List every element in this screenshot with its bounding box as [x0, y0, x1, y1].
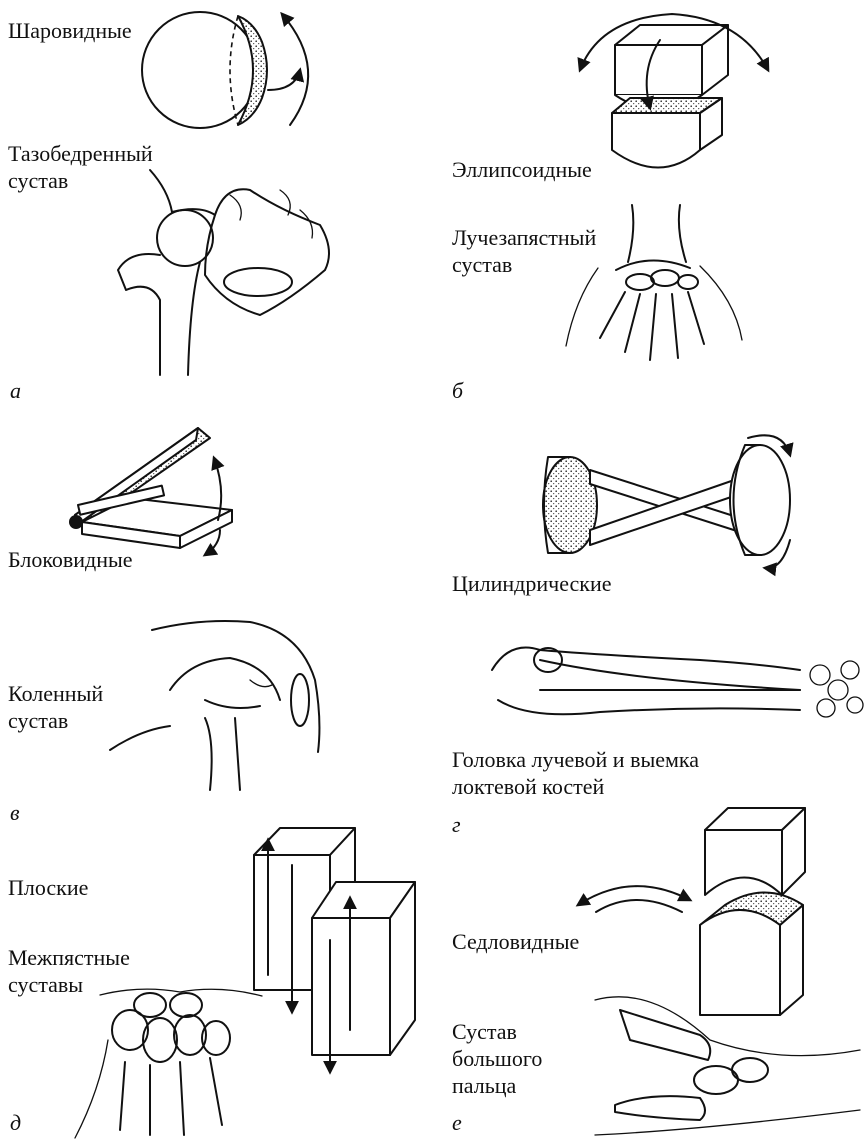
- ball-socket-model: [142, 12, 308, 128]
- pivot-model: [543, 435, 790, 568]
- type-label-plane: Плоские: [8, 874, 88, 901]
- type-label-saddle: Седловидные: [452, 928, 579, 955]
- example-label-wrist: Лучезапястный сустав: [452, 224, 632, 278]
- panel-letter-e: е: [452, 1110, 462, 1136]
- hip-joint-sketch: [118, 170, 329, 375]
- example-label-intercarpal: Межпястные суставы: [8, 944, 158, 998]
- panel-letter-a: а: [10, 378, 21, 404]
- type-label-cylindrical: Цилиндрические: [452, 570, 612, 597]
- example-label-radius-ulna: Головка лучевой и выемка локтевой костей: [452, 746, 752, 800]
- example-label-knee: Коленный сустав: [8, 680, 118, 734]
- type-label-ball: Шаровидные: [8, 17, 132, 44]
- thumb-sketch: [595, 997, 860, 1135]
- type-label-hinge: Блоковидные: [8, 546, 133, 573]
- plane-joint-model: [254, 828, 415, 1072]
- panel-letter-b: б: [452, 378, 463, 404]
- knee-sketch: [110, 621, 319, 790]
- example-label-thumb: Сустав большого пальца: [452, 1018, 562, 1099]
- example-label-hip: Тазобедренный сустав: [8, 140, 208, 194]
- panel-letter-d: д: [10, 1110, 21, 1136]
- ellipsoid-model: [580, 14, 768, 168]
- carpal-sketch: [75, 989, 262, 1138]
- saddle-model: [578, 808, 805, 1015]
- panel-letter-g: г: [452, 812, 461, 838]
- hinge-model: [69, 428, 232, 555]
- forearm-sketch: [492, 648, 863, 718]
- panel-letter-v: в: [10, 800, 20, 826]
- type-label-ellipsoid: Эллипсоидные: [452, 156, 592, 183]
